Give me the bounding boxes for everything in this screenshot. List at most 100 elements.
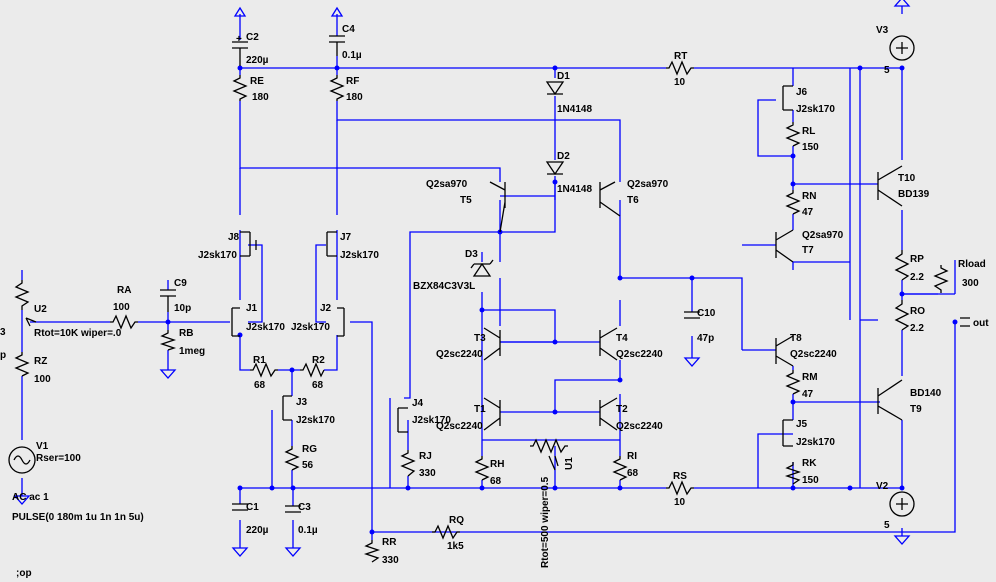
label-c2-ref: C2 [246,32,259,43]
label-c10-ref: C10 [697,308,716,319]
label-c4-ref: C4 [342,24,355,35]
label-t5-ref: T5 [460,195,472,206]
label-t5-value: Q2sa970 [426,179,468,190]
label-ri-ref: RI [627,451,637,462]
label-u1-value: Rtot=500 wiper=0.5 [540,476,551,568]
label-edge-p: p [0,350,6,361]
label-t3-ref: T3 [474,333,486,344]
label-u2-value: Rtot=10K wiper=.0 [34,328,122,339]
label-j7-value: J2sk170 [340,250,379,261]
label-c2-plus: + [236,34,242,45]
label-rt-value: 10 [674,77,686,88]
label-r1-value: 68 [254,380,266,391]
label-j2-value: J2sk170 [291,322,330,333]
label-rk-ref: RK [802,458,817,469]
label-u1-ref: U1 [564,457,575,470]
label-j3-value: J2sk170 [296,415,335,426]
label-rj-value: 330 [419,468,436,479]
label-ro-ref: RO [910,306,925,317]
label-rn-value: 47 [802,207,814,218]
label-bd140-value: BD140 [910,388,942,399]
label-v2-value: 5 [884,520,890,531]
label-t6-ref: T6 [627,195,639,206]
out-port-flag [960,317,970,327]
label-j4-value: J2sk170 [412,415,451,426]
junctions [165,65,958,535]
label-j8-ref: J8 [228,232,240,243]
label-r2-value: 68 [312,380,324,391]
label-rm-value: 47 [802,389,814,400]
label-v3-value: 5 [884,65,890,76]
label-rb-ref: RB [179,328,193,339]
label-rs-ref: RS [673,471,687,482]
label-t7-value: Q2sa970 [802,230,844,241]
label-t4-ref: T4 [616,333,628,344]
label-j1-ref: J1 [246,303,258,314]
label-rr-value: 330 [382,555,399,566]
label-c9-ref: C9 [174,278,187,289]
label-rm-ref: RM [802,372,818,383]
label-t8-value: Q2sc2240 [790,349,837,360]
label-rz-value: 100 [34,374,51,385]
wires [21,56,956,540]
label-rl-value: 150 [802,142,819,153]
label-rb-value: 1meg [179,346,205,357]
label-rp-value: 2.2 [910,272,924,283]
label-d1-ref: D1 [557,71,570,82]
label-rj-ref: RJ [419,451,432,462]
label-c1-value: 220µ [246,525,269,536]
label-c9-value: 10p [174,303,191,314]
label-rf-ref: RF [346,76,359,87]
label-rh-ref: RH [490,459,504,470]
label-r2-ref: R2 [312,355,325,366]
label-rz-ref: RZ [34,356,47,367]
label-j4-ref: J4 [412,398,424,409]
label-c1-ref: C1 [246,502,259,513]
label-j2-ref: J2 [320,303,332,314]
label-v2-ref: V2 [876,481,889,492]
label-rr-ref: RR [382,537,397,548]
label-rq-ref: RQ [449,515,464,526]
label-t2-ref: T2 [616,404,628,415]
label-re-ref: RE [250,76,264,87]
label-re-value: 180 [252,92,269,103]
label-edge-3: 3 [0,327,6,338]
label-d3-value: BZX84C3V3L [413,281,475,292]
label-j6-value: J2sk170 [796,104,835,115]
label-rl-ref: RL [802,126,815,137]
label-rh-value: 68 [490,476,502,487]
power-symbols [14,0,910,557]
label-t3-value: Q2sc2240 [436,349,483,360]
label-j3-ref: J3 [296,397,308,408]
label-c4-value: 0.1µ [342,50,362,61]
label-v1-pulse: PULSE(0 180m 1u 1n 1n 5u) [12,512,144,523]
label-j6-ref: J6 [796,87,808,98]
label-rf-value: 180 [346,92,363,103]
label-r1-ref: R1 [253,355,266,366]
label-t6-value: Q2sa970 [627,179,669,190]
label-rs-value: 10 [674,497,686,508]
label-out: out [973,318,989,329]
label-d2-value: 1N4148 [557,184,592,195]
label-c10-value: 47p [697,333,714,344]
label-d3-ref: D3 [465,249,478,260]
label-t2-value: Q2sc2240 [616,421,663,432]
label-t8-ref: T8 [790,333,802,344]
label-rload-ref: Rload [958,259,986,270]
label-v1-ref: V1 [36,441,49,452]
label-t7-ref: T7 [802,245,814,256]
label-rg-value: 56 [302,460,314,471]
label-t4-value: Q2sc2240 [616,349,663,360]
label-ri-value: 68 [627,468,639,479]
label-rg-ref: RG [302,444,317,455]
label-rn-ref: RN [802,191,816,202]
label-c3-value: 0.1µ [298,525,318,536]
label-u2-ref: U2 [34,304,47,315]
label-ra-value: 100 [113,302,130,313]
label-t9-ref: T9 [910,404,922,415]
label-c3-ref: C3 [298,502,311,513]
label-d2-ref: D2 [557,151,570,162]
label-j5-value: J2sk170 [796,437,835,448]
label-t1-ref: T1 [474,404,486,415]
